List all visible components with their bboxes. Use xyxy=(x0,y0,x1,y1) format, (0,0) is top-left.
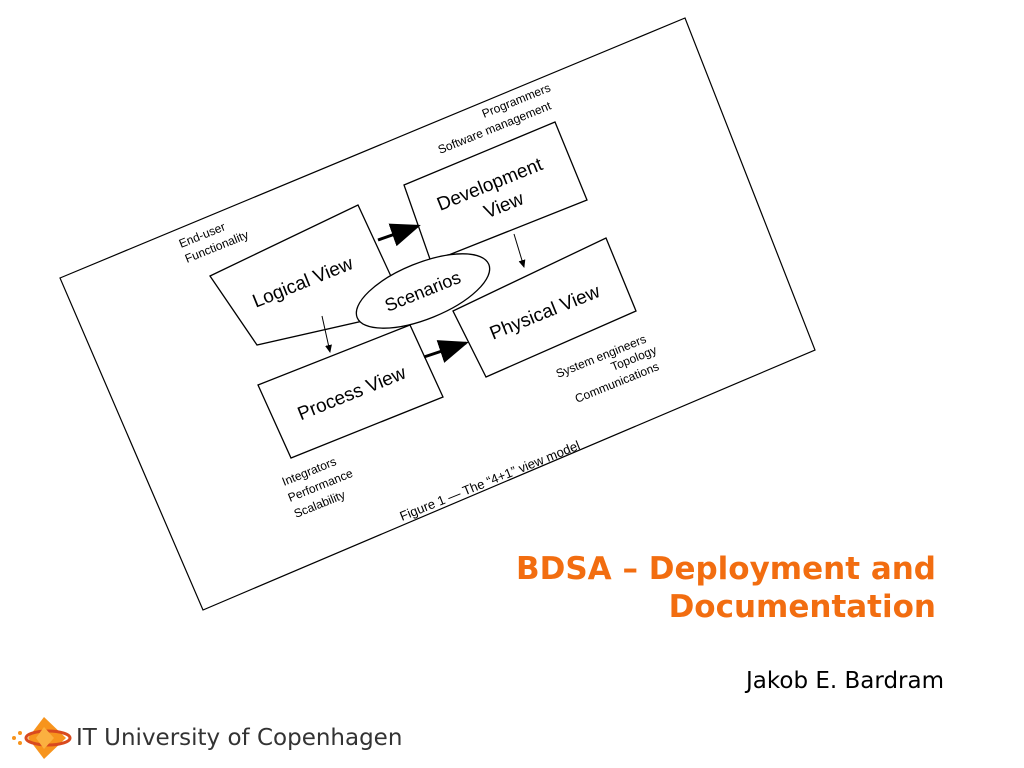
slide-title: BDSA – Deployment and Documentation xyxy=(416,550,936,626)
arrow-logical-to-process xyxy=(321,315,332,353)
process-view-box xyxy=(257,324,444,459)
slide-title-line1: BDSA – Deployment and xyxy=(515,551,936,587)
physical-view-box xyxy=(452,237,637,378)
itu-logo: IT University of Copenhagen xyxy=(8,713,428,763)
scenarios-ellipse xyxy=(355,253,491,329)
university-name: IT University of Copenhagen xyxy=(76,725,403,751)
itu-logo-icon xyxy=(12,717,72,759)
author-name: Jakob E. Bardram xyxy=(746,668,944,694)
arrow-process-to-physical xyxy=(423,340,469,363)
development-view-box xyxy=(403,121,588,263)
arrow-development-to-physical xyxy=(513,233,526,268)
slide-title-line2: Documentation xyxy=(668,589,936,625)
arrow-logical-to-development xyxy=(377,223,421,247)
